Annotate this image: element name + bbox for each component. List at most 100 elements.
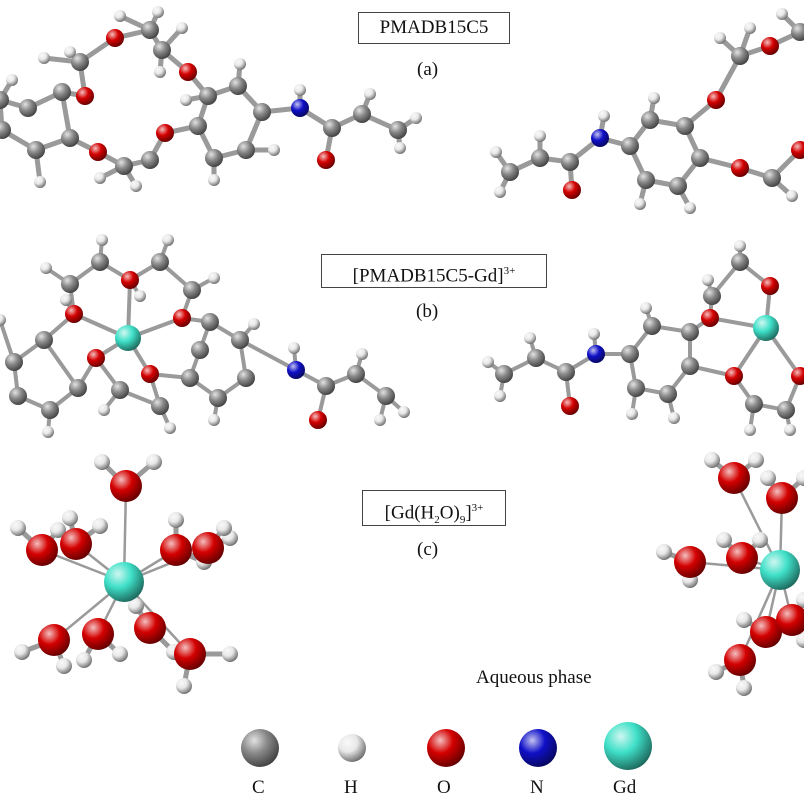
gd-complex-left-atom-h [0, 314, 6, 326]
gd-aqua-left-atom-o [60, 528, 92, 560]
gd-complex-right-atom-o [701, 309, 719, 327]
pmadb15c5-left-atom-o [317, 151, 335, 169]
pmadb15c5-left-atom-c [141, 151, 159, 169]
panel-c-title-pre: [Gd(H [384, 502, 435, 524]
gd-complex-right-atom-n [587, 345, 605, 363]
gd-aqua-left-atom-o [82, 618, 114, 650]
gd-complex-right-atom-c [495, 365, 513, 383]
gd-complex-right-atom-h [702, 274, 714, 286]
pmadb15c5-right-atom-c [561, 153, 579, 171]
gd-complex-left-atom-c [377, 387, 395, 405]
gd-complex-left-atom-h [96, 234, 108, 246]
gd-aqua-right-atom-h [760, 470, 776, 486]
pmadb15c5-left-atom-h [410, 112, 422, 124]
pmadb15c5-left-atom-c [237, 141, 255, 159]
pmadb15c5-right-atom-c [637, 171, 655, 189]
pmadb15c5-right-atom-h [776, 8, 788, 20]
gd-aqua-right-atom-o [776, 604, 804, 636]
pmadb15c5-left-atom-h [34, 176, 46, 188]
legend-label-o: O [437, 777, 451, 798]
gd-aqua-right-atom-h [752, 532, 768, 548]
panel-c-title-sub: 2 [434, 514, 440, 527]
gd-aqua-left-atom-h [146, 454, 162, 470]
pmadb15c5-left-atom-c [189, 117, 207, 135]
pmadb15c5-left-atom-h [364, 88, 376, 100]
gd-complex-left-atom-h [288, 342, 300, 354]
legend-sphere-gd [604, 722, 652, 770]
gd-complex-left-atom-o [65, 305, 83, 323]
pmadb15c5-right-atom-h [786, 190, 798, 202]
panel-b-title: [PMADB15C5-Gd]3+ [321, 254, 547, 288]
pmadb15c5-left-atom-c [27, 141, 45, 159]
pmadb15c5-right-atom-h [744, 22, 756, 34]
gd-complex-left-atom-c [191, 341, 209, 359]
gd-complex-left-atom-c [35, 331, 53, 349]
pmadb15c5-left-atom-h [294, 84, 306, 96]
panel-a-title: PMADB15C5 [358, 12, 510, 44]
gd-aqua-left-atom-h [128, 598, 144, 614]
gd-complex-left-bond [42, 338, 80, 390]
gd-complex-left-atom-h [208, 414, 220, 426]
pmadb15c5-right-atom-c [791, 23, 804, 41]
gd-complex-left-atom-h [356, 348, 368, 360]
pmadb15c5-left-atom-c [0, 121, 11, 139]
pmadb15c5-left-atom-o [89, 143, 107, 161]
pmadb15c5-left-atom-n [291, 99, 309, 117]
gd-complex-right-atom-h [784, 424, 796, 436]
pmadb15c5-left-atom-c [153, 41, 171, 59]
pmadb15c5-left-atom-h [130, 180, 142, 192]
gd-aqua-right-atom-h [796, 632, 804, 648]
gd-complex-right-atom-c [731, 253, 749, 271]
gd-complex-right-atom-o [761, 277, 779, 295]
gd-aqua-right-atom-h [796, 470, 804, 486]
pmadb15c5-right-atom-o [791, 141, 804, 159]
gd-aqua-right-atom-h [736, 680, 752, 696]
gd-complex-right-atom-c [621, 345, 639, 363]
gd-aqua-left-atom-h [112, 646, 128, 662]
pmadb15c5-left-atom-c [19, 99, 37, 117]
gd-aqua-left-atom-o [192, 532, 224, 564]
pmadb15c5-left-atom-c [205, 149, 223, 167]
gd-complex-left-atom-c [183, 281, 201, 299]
pmadb15c5-right-atom-o [731, 159, 749, 177]
gd-aqua-left-atom-gd [104, 562, 144, 602]
gd-complex-right-atom-h [482, 356, 494, 368]
panel-b-title-main: [PMADB15C5-Gd] [352, 265, 504, 287]
panel-c-title-post: ] [465, 502, 472, 524]
gd-aqua-right-atom-o [766, 482, 798, 514]
pmadb15c5-left-atom-h [38, 52, 50, 64]
gd-aqua-left-atom-o [134, 612, 166, 644]
gd-complex-right-atom-c [681, 323, 699, 341]
pmadb15c5-right-atom-c [621, 137, 639, 155]
pmadb15c5-right-atom-o [707, 91, 725, 109]
pmadb15c5-left-atom-c [353, 105, 371, 123]
legend [241, 722, 652, 770]
gd-complex-right-atom-h [626, 408, 638, 420]
pmadb15c5-right-atom-h [714, 32, 726, 44]
gd-complex-left-atom-c [111, 381, 129, 399]
gd-complex-left-atom-c [201, 313, 219, 331]
gd-aqua-right-atom-gd [760, 550, 800, 590]
pmadb15c5-right-atom-h [684, 202, 696, 214]
pmadb15c5-right-atom-c [731, 47, 749, 65]
pmadb15c5-left-atom-o [76, 87, 94, 105]
gd-complex-left-atom-c [41, 401, 59, 419]
legend-label-c: C [252, 777, 265, 798]
pmadb15c5-left-atom-c [199, 87, 217, 105]
gd-aqua-left-atom-h [62, 510, 78, 526]
gd-aqua-left-atom-h [92, 518, 108, 534]
gd-complex-right-atom-c [659, 385, 677, 403]
gd-complex-left-atom-h [134, 290, 146, 302]
aqueous-phase-label: Aqueous phase [476, 667, 592, 688]
gd-aqua-right-atom-h [704, 452, 720, 468]
gd-aqua-left-atom-o [110, 470, 142, 502]
legend-label-n: N [530, 777, 544, 798]
panel-c-title-sub2: 9 [459, 514, 466, 527]
gd-complex-left-atom-o [309, 411, 327, 429]
pmadb15c5-right-atom-c [676, 117, 694, 135]
legend-sphere-c [241, 729, 279, 767]
gd-aqua-left-atom-o [160, 534, 192, 566]
pmadb15c5-left-atom-h [154, 66, 166, 78]
pmadb15c5-left-atom-h [64, 46, 76, 58]
gd-aqua-right-atom-o [726, 542, 758, 574]
